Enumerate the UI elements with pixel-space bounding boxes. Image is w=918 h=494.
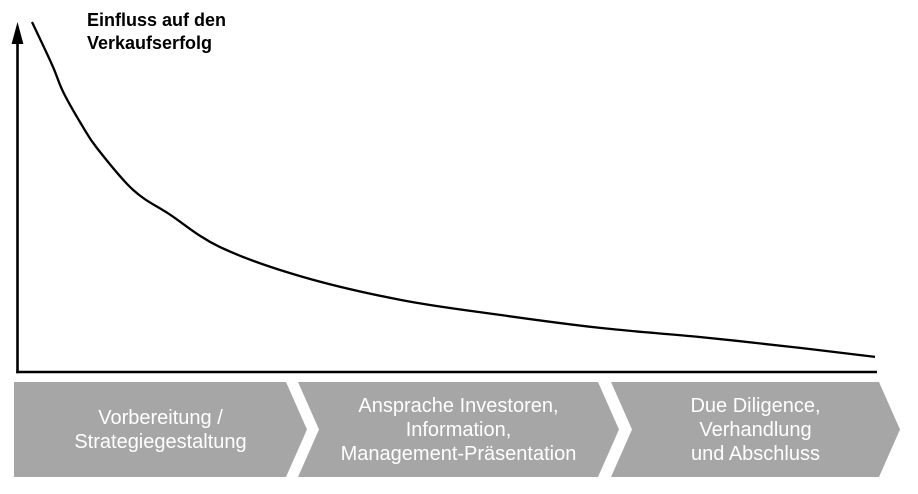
stage-chevron-due-diligence: Due Diligence, Verhandlung und Abschluss xyxy=(611,382,900,477)
stage-label: Vorbereitung / Strategiegestaltung xyxy=(74,406,247,453)
stage-label: Ansprache Investoren, Information, Manag… xyxy=(340,394,577,465)
stage-chevron-vorbereitung: Vorbereitung / Strategiegestaltung xyxy=(14,382,307,477)
stage-chevron-ansprache-investoren: Ansprache Investoren, Information, Manag… xyxy=(298,382,619,477)
y-axis-arrow-icon xyxy=(11,22,24,44)
chart-title: Einfluss auf den Verkaufserfolg xyxy=(87,10,227,53)
influence-curve xyxy=(30,21,876,359)
stage-label: Due Diligence, Verhandlung und Abschluss xyxy=(690,394,821,465)
